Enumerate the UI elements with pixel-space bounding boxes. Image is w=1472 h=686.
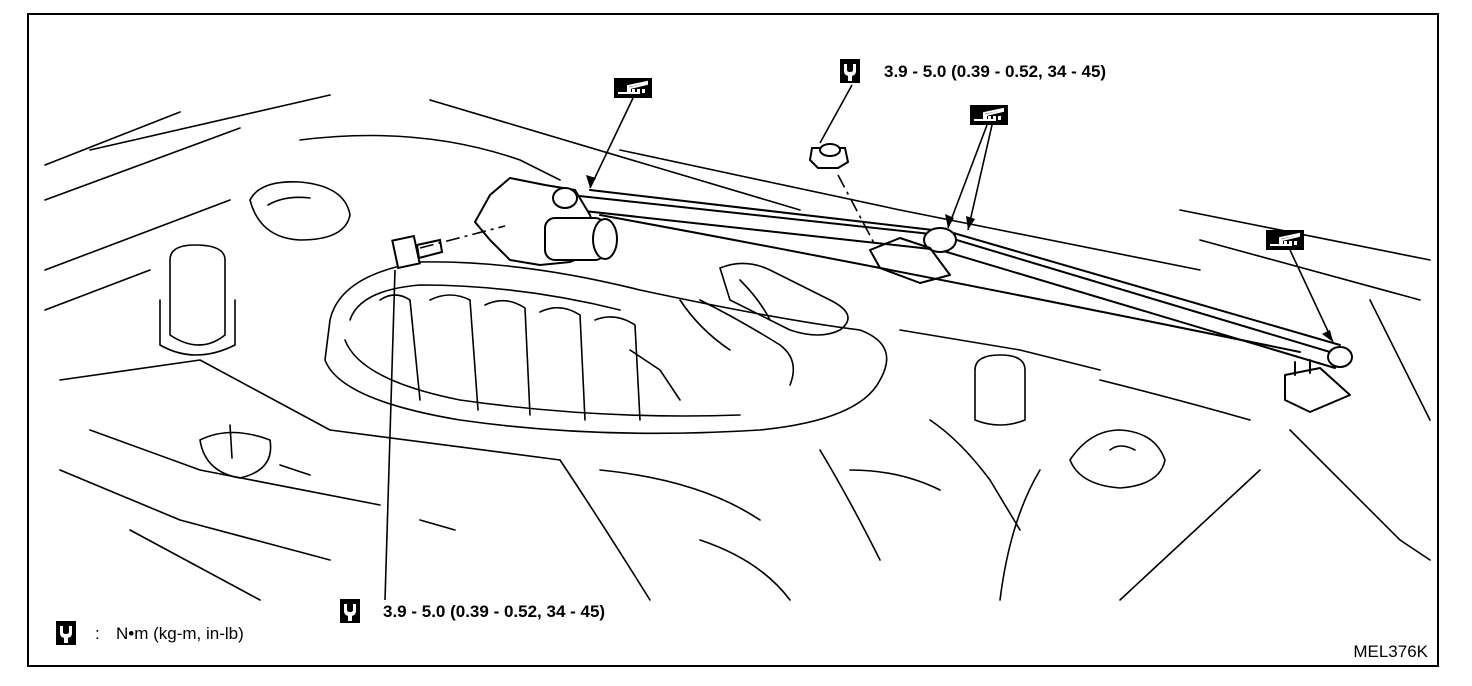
legend-colon: : — [95, 624, 100, 643]
wiper-linkage — [569, 189, 1353, 413]
torque-wrench-icon — [56, 621, 76, 645]
torque-spec-bottom: 3.9 - 5.0 (0.39 - 0.52, 34 - 45) — [383, 602, 605, 621]
figure-frame — [27, 13, 1439, 667]
torque-wrench-icon — [840, 59, 860, 83]
torque-spec-top: 3.9 - 5.0 (0.39 - 0.52, 34 - 45) — [884, 62, 1106, 81]
legend-units: N•m (kg-m, in-lb) — [116, 624, 244, 643]
pivot-nut — [808, 143, 850, 169]
figure-code: MEL376K — [1353, 642, 1428, 661]
wiper-motor — [474, 177, 618, 266]
engine-bay-drawing — [44, 94, 1431, 601]
motor-bolt — [391, 234, 444, 270]
leader-lines — [384, 84, 1334, 601]
leader-arrowheads — [586, 175, 1333, 342]
torque-wrench-icon — [340, 599, 360, 623]
grease-icon — [1265, 229, 1305, 251]
grease-icon — [969, 104, 1009, 126]
grease-icon — [613, 77, 653, 99]
